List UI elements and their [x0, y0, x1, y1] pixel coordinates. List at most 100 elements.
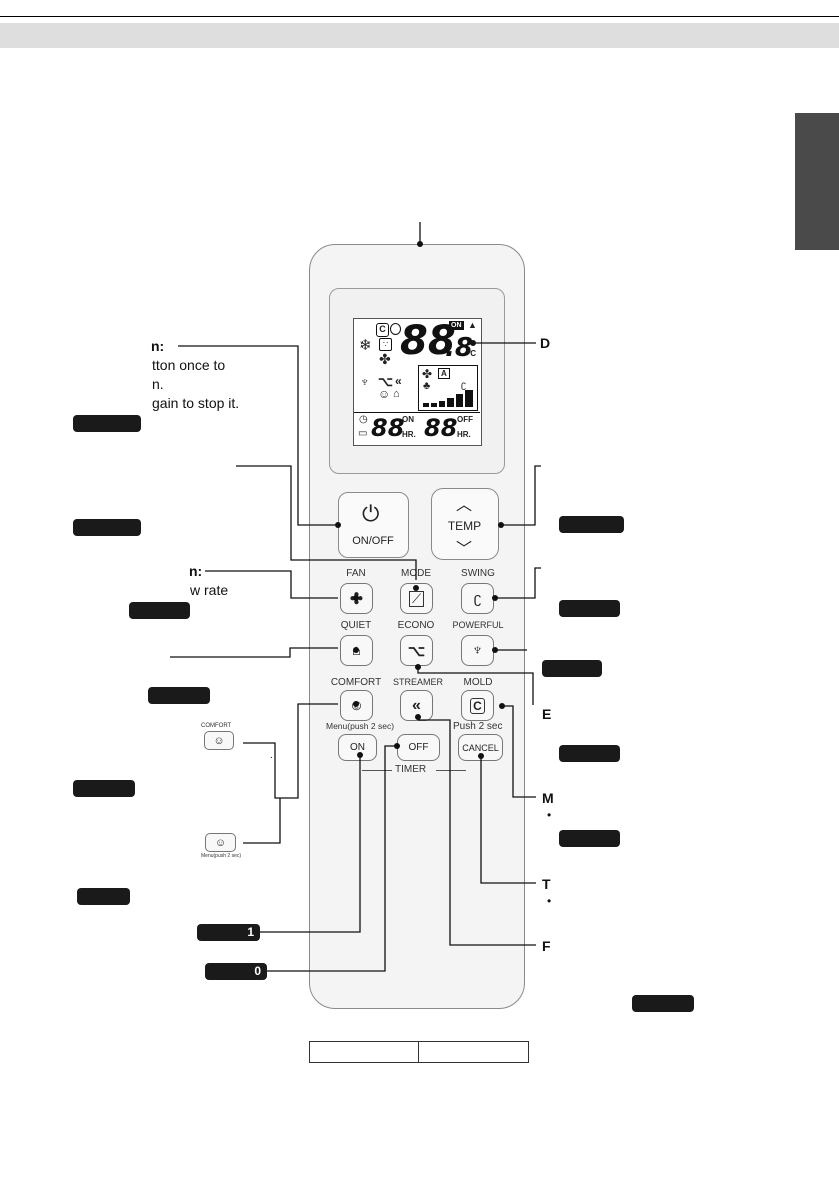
fan-callout-title: n:	[189, 563, 203, 579]
comfort-inset-label: COMFORT	[201, 723, 232, 729]
section-tab	[795, 113, 839, 250]
footer-table-divider	[418, 1042, 419, 1062]
mold-indicator-icon: C	[376, 323, 389, 337]
menu-inset-icon: ☺	[214, 836, 227, 849]
powerful-leader	[492, 647, 527, 653]
pill-label	[542, 660, 602, 677]
lcd-display: C ❄ ∵ ✤ 88 .8 ON ▲ °C ♆ ⌥ « ☺ ⌂ ✤ A ♣ ʗ …	[353, 318, 482, 446]
mold-icon: C	[470, 697, 485, 714]
econo-callout: E	[542, 706, 552, 722]
swing-indicator-icon: ʗ	[461, 380, 466, 391]
streamer-label: STREAMER	[392, 677, 443, 687]
on-timer-pill: 1	[197, 924, 260, 941]
swing-icon: ʗ	[473, 590, 482, 607]
fan-mode-icon: ✤	[379, 351, 391, 367]
comfort-leader	[243, 701, 359, 844]
econo-icon: ⌥	[407, 642, 426, 660]
timer-group-line-right	[436, 770, 466, 771]
streamer-callout: F	[542, 938, 551, 954]
powerful-indicator-icon: ♆	[360, 374, 370, 389]
comfort-indicator-icon: ☺	[378, 387, 391, 401]
timer-group-line-left	[362, 770, 392, 771]
pill-label	[559, 745, 620, 762]
cancel-leader	[478, 753, 536, 884]
lcd-timer-on-label: ON	[402, 415, 414, 424]
mold-callout-bullet: •	[547, 808, 552, 822]
fan-level-1	[423, 403, 429, 407]
tree-icon: ♣	[423, 380, 431, 392]
push-hint-label: Push 2 sec	[453, 721, 503, 732]
pill-label	[559, 600, 620, 617]
up-triangle-icon: ▲	[468, 320, 477, 330]
swing-label: SWING	[461, 568, 495, 579]
mode-leader	[236, 465, 419, 591]
snowflake-icon: ❄	[359, 337, 372, 354]
inset-dot: .	[270, 750, 273, 761]
display-leader	[470, 340, 536, 346]
temp-button[interactable]: ︿ TEMP ﹀	[431, 488, 499, 560]
econo-label: ECONO	[397, 620, 435, 631]
pill-label	[73, 519, 141, 536]
streamer-leader	[415, 714, 536, 946]
temp-label: TEMP	[447, 519, 482, 533]
timer-cancel-callout: T	[542, 876, 551, 892]
on-off-label: ON/OFF	[352, 535, 394, 547]
econo-indicator-icon: ⌥	[378, 374, 393, 389]
temp-up-icon[interactable]: ︿	[456, 497, 473, 514]
off-timer-pill: 0	[205, 963, 267, 980]
lcd-timer-on-hr: HR.	[402, 430, 416, 439]
pill-label	[632, 995, 694, 1012]
temp-down-icon[interactable]: ﹀	[456, 541, 473, 558]
menu-inset-label: Menu(push 2 sec)	[201, 853, 242, 859]
econo-leader	[415, 664, 534, 705]
pill-label	[559, 830, 620, 847]
comfort-inset-icon: ☺	[213, 734, 225, 747]
lcd-timer-off: 88	[424, 414, 458, 442]
menu-hint-label: Menu(push 2 sec)	[326, 721, 395, 731]
pill-label	[73, 415, 141, 432]
lcd-timer-on: 88	[371, 414, 405, 442]
swing-button[interactable]: ʗ	[461, 583, 494, 614]
fan-level-4	[447, 398, 454, 407]
fan-leader	[205, 570, 359, 601]
lcd-on-tag: ON	[449, 321, 464, 330]
off-timer-leader	[267, 743, 400, 972]
streamer-indicator-icon	[390, 323, 401, 335]
quiet-label: QUIET	[340, 620, 372, 631]
mode-icon: ⟋	[408, 590, 425, 607]
menu-inset-button: ☺	[205, 833, 236, 852]
mold-button[interactable]: C	[461, 690, 494, 721]
on-off-callout-title: n:	[151, 338, 165, 354]
timer-off-label: OFF	[408, 742, 429, 753]
powerful-button[interactable]: ♆	[461, 635, 494, 666]
on-off-callout-line2: n.	[152, 376, 164, 392]
cancel-label: CANCEL	[462, 742, 499, 753]
signal-line	[417, 222, 423, 247]
header-band	[0, 23, 839, 48]
powerful-label: POWERFUL	[452, 620, 504, 630]
timer-cancel-callout-bullet: •	[547, 894, 552, 908]
on-off-leader	[178, 345, 341, 528]
comfort-button[interactable]: ☺	[340, 690, 373, 721]
lcd-temperature-decimal: .8	[445, 333, 473, 363]
fan-callout-line1: w rate	[190, 582, 229, 598]
top-rule	[0, 16, 839, 17]
lcd-timer-off-hr: HR.	[457, 430, 471, 439]
streamer-lcd-icon: «	[395, 374, 402, 388]
econo-button[interactable]: ⌥	[400, 635, 433, 666]
pill-label	[559, 516, 624, 533]
timer-on-label: ON	[350, 742, 365, 753]
fan-label: FAN	[346, 568, 366, 579]
comfort-inset-button: ☺	[204, 731, 234, 750]
pill-label	[73, 780, 135, 797]
dry-mode-icon: ∵	[379, 338, 392, 351]
fan-level-6	[465, 390, 473, 407]
footer-table	[309, 1041, 529, 1063]
pill-label	[77, 888, 130, 905]
display-callout: D	[540, 335, 551, 351]
pill-label	[148, 687, 210, 704]
mold-leader	[499, 703, 536, 798]
mold-callout: M	[542, 790, 554, 806]
fan-level-3	[439, 401, 445, 407]
